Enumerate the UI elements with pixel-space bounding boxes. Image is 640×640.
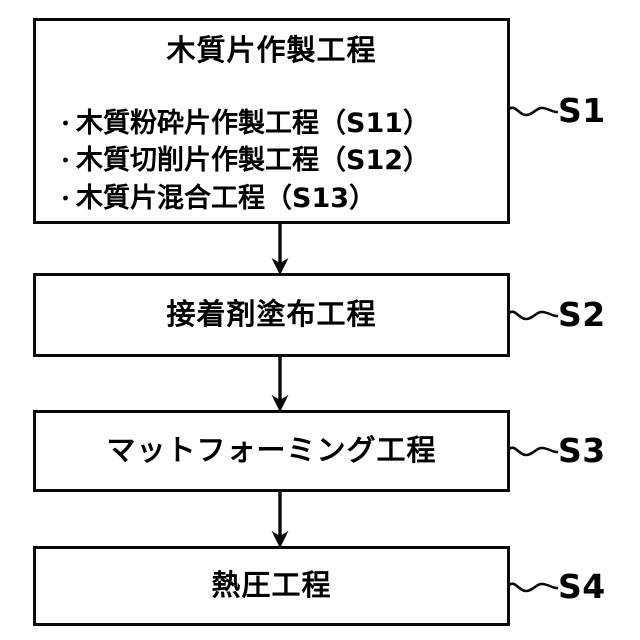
down-arrow-icon-s3-to-s4 xyxy=(268,490,292,548)
substep-s13-label: 木質片混合工程（S13） xyxy=(76,182,377,214)
process-box-s1-title: 木質片作製工程 xyxy=(166,33,377,67)
bullet-icon: ・ xyxy=(56,113,76,135)
step-label-s4: S4 xyxy=(558,567,606,606)
process-box-s2[interactable]: 接着剤塗布工程 xyxy=(33,273,510,357)
process-box-s4-title: 熱圧工程 xyxy=(211,568,332,603)
tilde-leader-icon-s2 xyxy=(508,304,558,326)
process-box-s1-substep-list: ・木質粉砕片作製工程（S11） ・木質切削片作製工程（S12） ・木質片混合工程… xyxy=(56,105,430,217)
substep-s12: ・木質切削片作製工程（S12） xyxy=(56,142,430,179)
bullet-icon: ・ xyxy=(56,150,76,173)
step-label-s1: S1 xyxy=(558,91,606,130)
down-arrow-icon-s1-to-s2 xyxy=(268,222,292,275)
tilde-leader-icon-s3 xyxy=(508,440,558,462)
substep-s12-label: 木質切削片作製工程（S12） xyxy=(76,145,431,177)
tilde-leader-icon-s4 xyxy=(508,576,558,598)
step-label-s3: S3 xyxy=(558,431,606,470)
substep-s11: ・木質粉砕片作製工程（S11） xyxy=(56,105,430,142)
step-label-s2: S2 xyxy=(558,295,606,334)
process-box-s3[interactable]: マットフォーミング工程 xyxy=(33,410,510,492)
tilde-leader-icon-s1 xyxy=(508,100,558,122)
process-box-s4[interactable]: 熱圧工程 xyxy=(33,546,510,626)
process-box-s1[interactable]: 木質片作製工程 ・木質粉砕片作製工程（S11） ・木質切削片作製工程（S12） … xyxy=(33,18,510,224)
process-box-s3-title: マットフォーミング工程 xyxy=(106,433,437,468)
down-arrow-icon-s2-to-s3 xyxy=(268,355,292,412)
substep-s13: ・木質片混合工程（S13） xyxy=(56,180,430,217)
bullet-icon: ・ xyxy=(56,187,76,210)
substep-s11-label: 木質粉砕片作製工程（S11） xyxy=(76,108,431,139)
process-box-s2-title: 接着剤塗布工程 xyxy=(166,297,377,332)
